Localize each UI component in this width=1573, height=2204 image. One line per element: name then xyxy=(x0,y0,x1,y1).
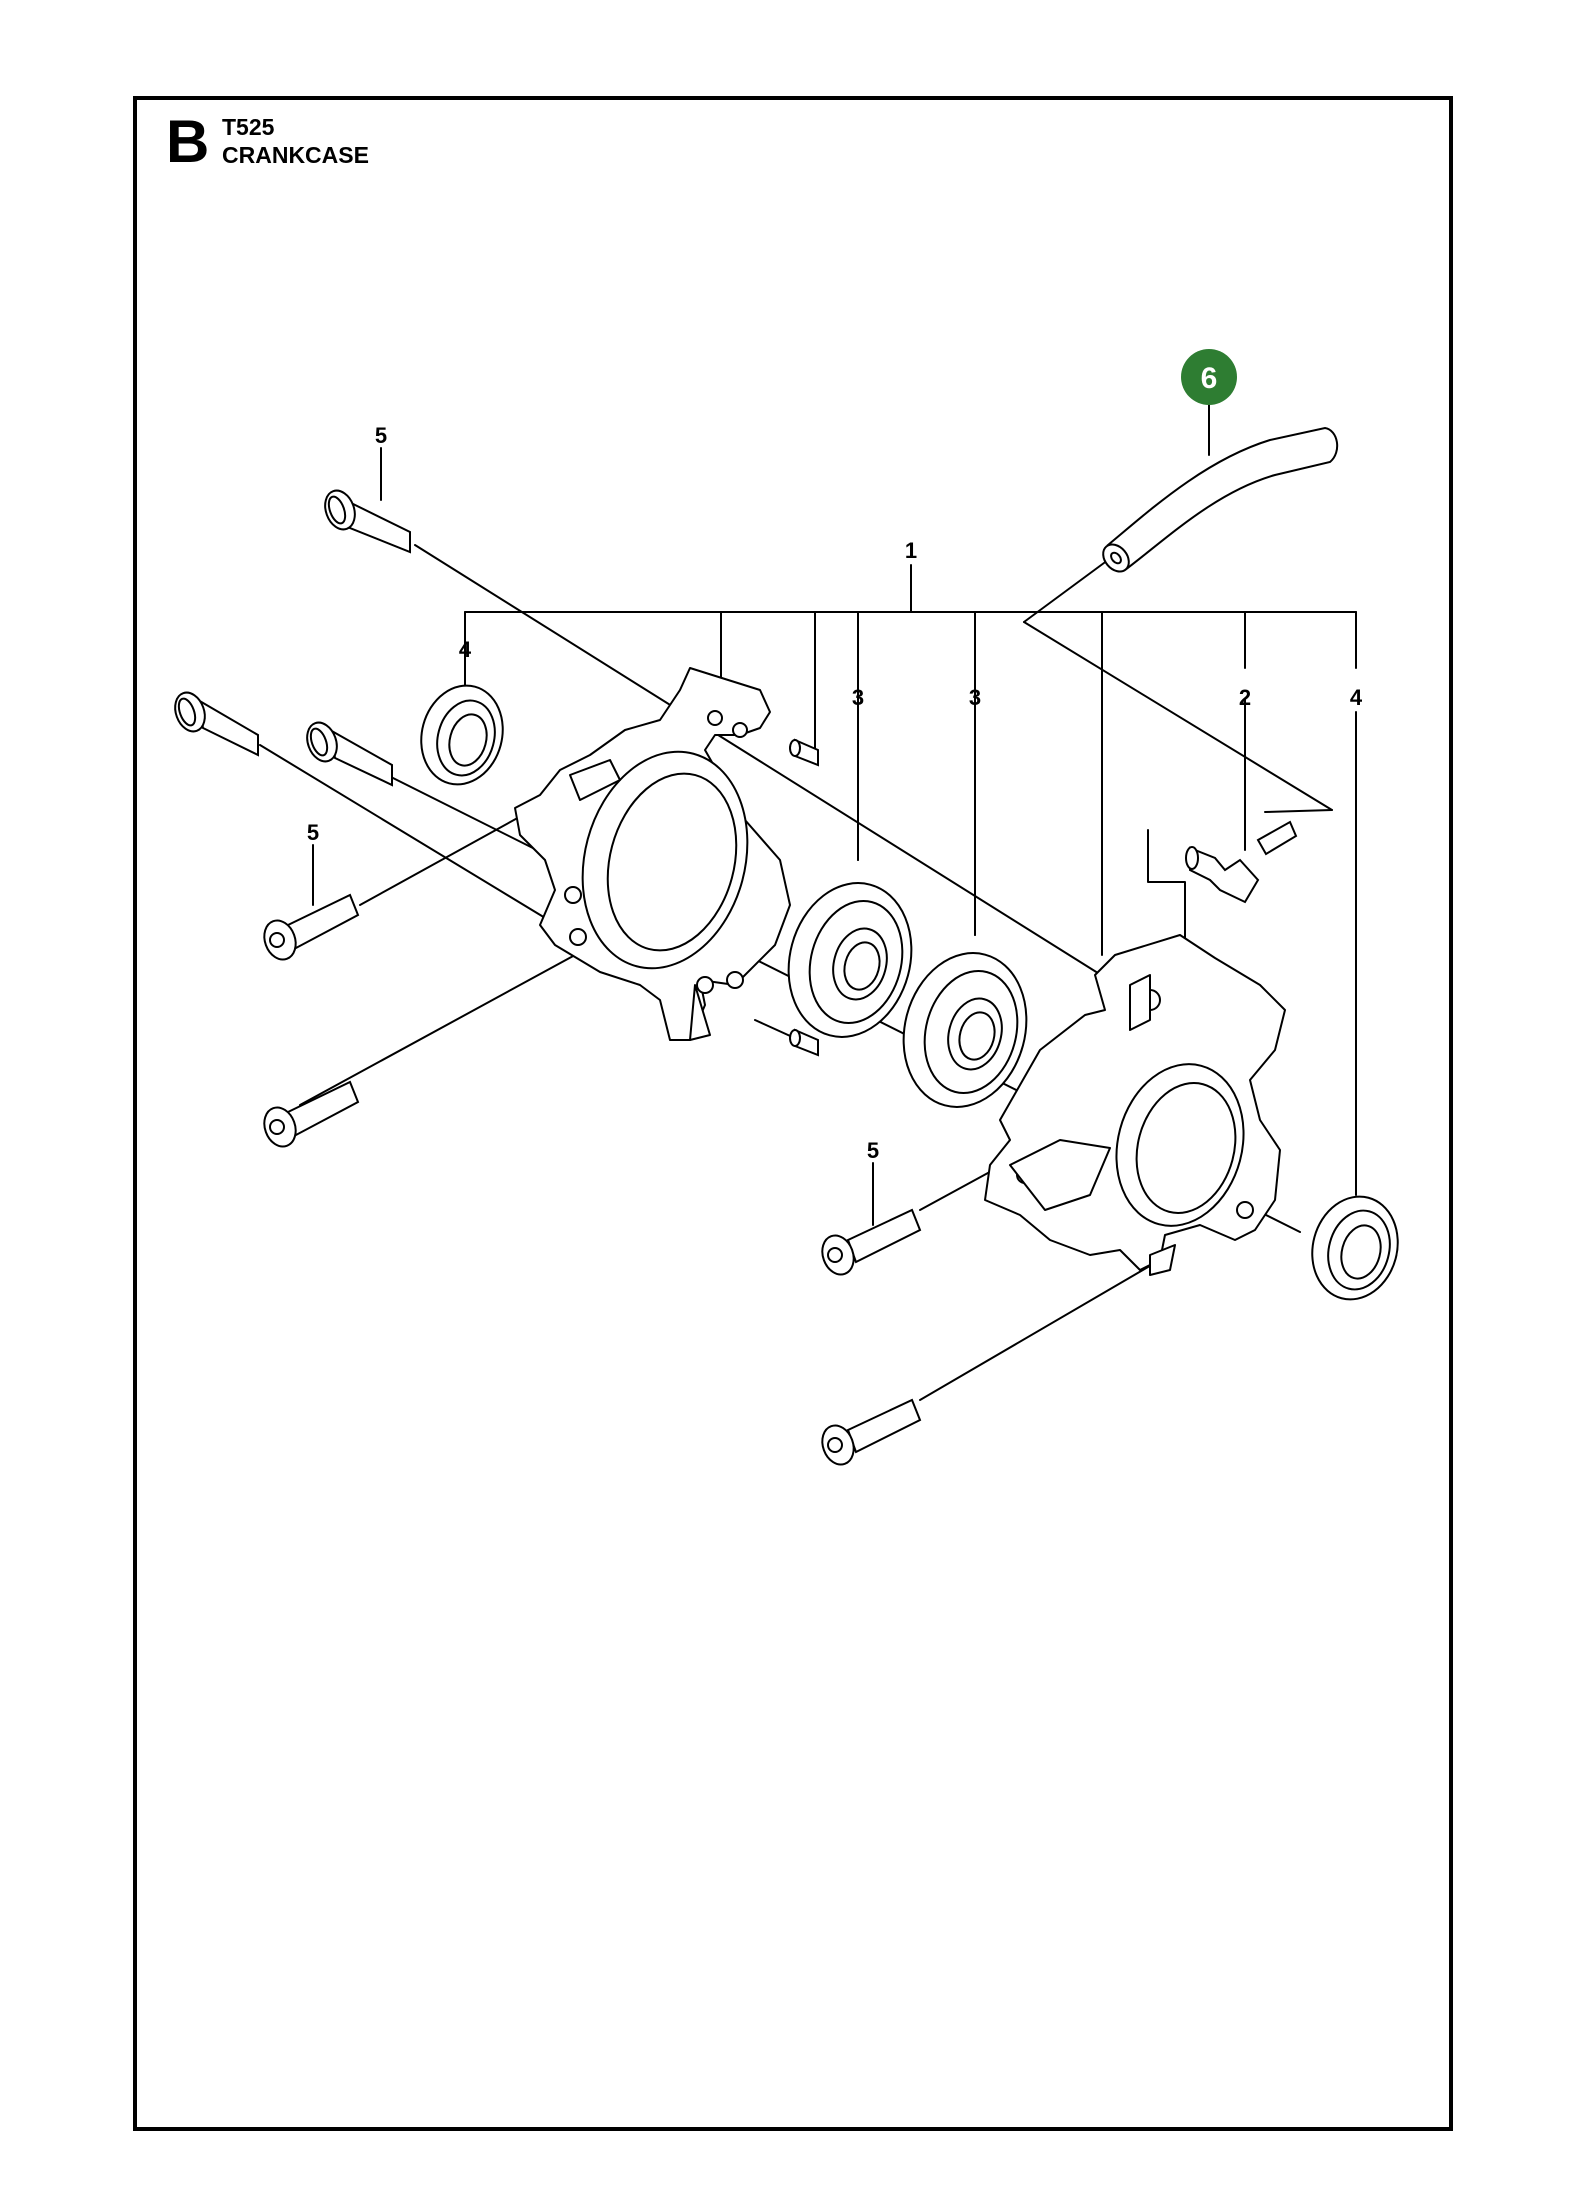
callout-5a: 5 xyxy=(375,423,387,448)
callout-1: 1 xyxy=(905,538,917,563)
section-letter: B xyxy=(166,108,210,175)
dowel-pin-bottom xyxy=(789,1028,819,1057)
diagram-title: CRANKCASE xyxy=(222,142,369,168)
crankcase-half-left xyxy=(514,667,791,1041)
callout-5b: 5 xyxy=(307,820,319,845)
axis-line-lower-bolt xyxy=(299,954,576,1106)
axis-line-left-bolt xyxy=(259,744,566,931)
callout-6-badge: 6 xyxy=(1181,349,1237,405)
callout-6: 6 xyxy=(1201,362,1218,395)
fitting-bracket-leader xyxy=(1147,829,1186,951)
callout-5c: 5 xyxy=(867,1138,879,1163)
bolt-screw-4 xyxy=(821,1398,922,1466)
model-number: T525 xyxy=(222,114,275,140)
callout-4a: 4 xyxy=(459,637,472,662)
seal-right xyxy=(1311,1195,1399,1301)
axis-line-top-bolt xyxy=(414,544,1126,991)
bolt-screw-3 xyxy=(821,1208,922,1276)
bolt-left-2 xyxy=(306,721,393,787)
bolt-screw-1 xyxy=(263,893,360,961)
seal-left xyxy=(420,684,504,786)
callout-labels: 1 2 3 3 4 4 5 5 5 xyxy=(307,423,1363,1163)
callout-4b: 4 xyxy=(1350,685,1363,710)
bolt-screw-2 xyxy=(263,1080,360,1148)
callout-3b: 3 xyxy=(969,685,981,710)
bolt-top-left xyxy=(324,489,411,554)
hose-part xyxy=(1102,426,1339,573)
callout-1-leaders xyxy=(464,559,1357,956)
callout-3a: 3 xyxy=(852,685,864,710)
callout-2: 2 xyxy=(1239,685,1251,710)
bearing-left xyxy=(787,882,913,1038)
fitting-connector xyxy=(1264,809,1333,813)
page-frame xyxy=(133,96,1453,2131)
bolt-left-1 xyxy=(174,691,259,757)
angled-fitting xyxy=(1185,820,1298,904)
dowel-pin-top xyxy=(789,738,819,767)
crankcase-half-right xyxy=(984,934,1286,1276)
axis-line-lower-right-bolt xyxy=(919,1259,1161,1401)
bearing-right xyxy=(902,952,1028,1108)
